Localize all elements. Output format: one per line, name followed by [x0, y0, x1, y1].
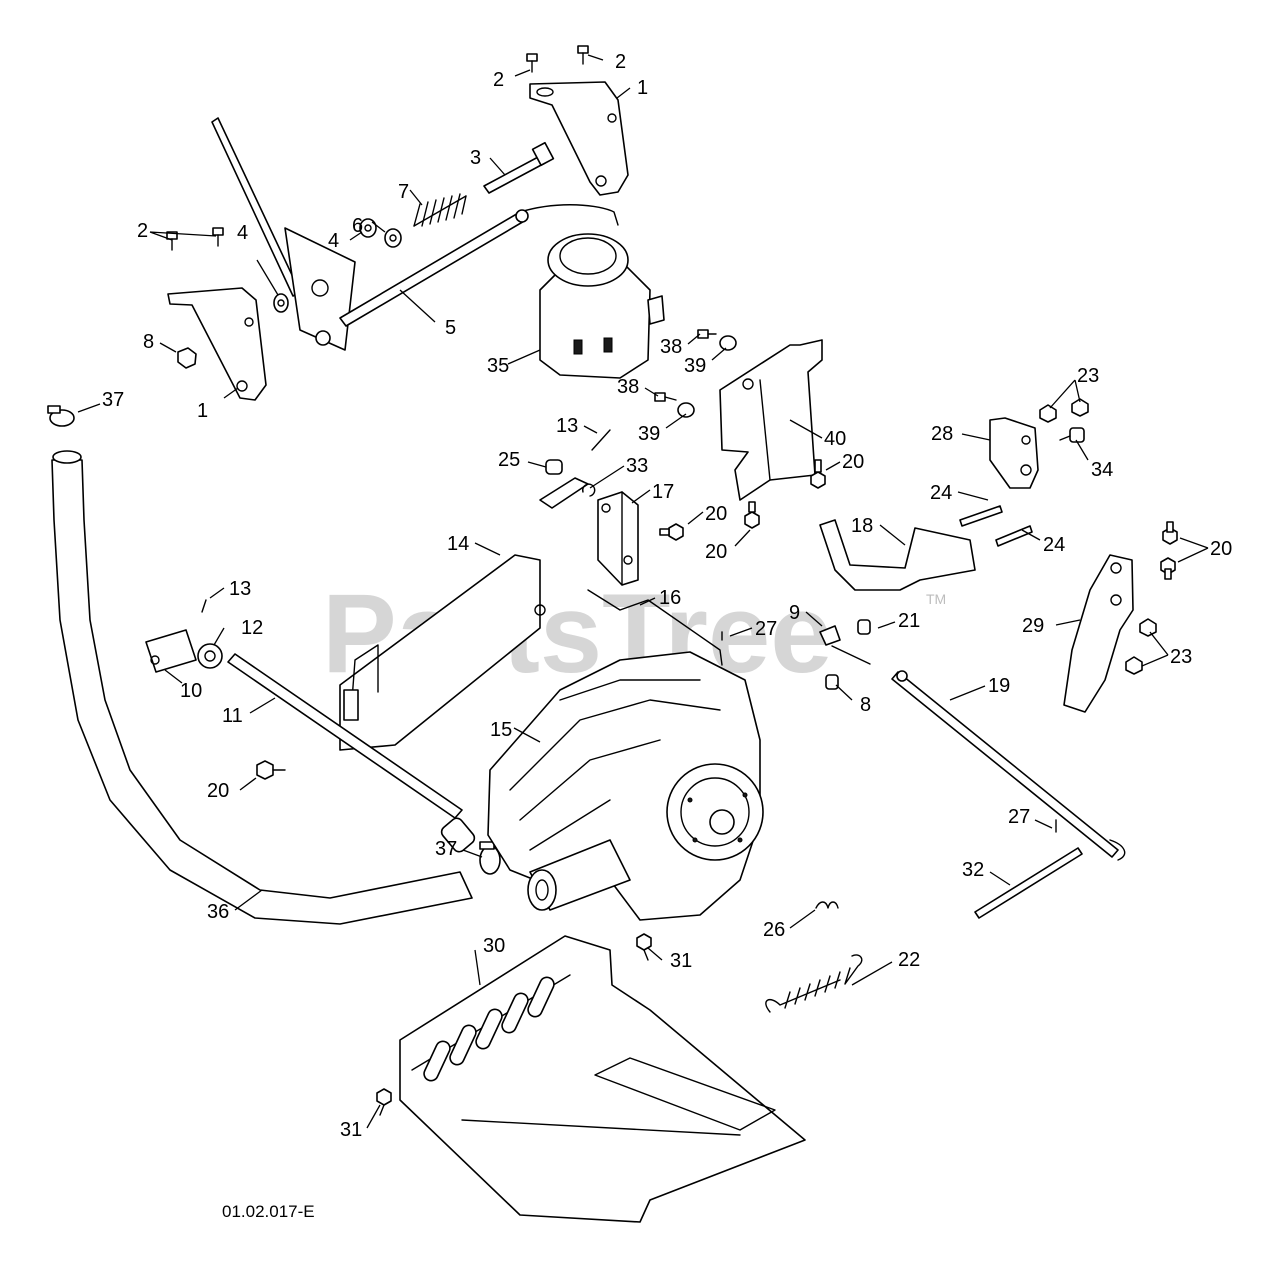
callout-label: 24	[1043, 534, 1065, 556]
callout-label: 24	[930, 482, 952, 504]
callout-label: 4	[328, 230, 339, 252]
callout-label: 8	[143, 331, 154, 353]
callout-label: 37	[102, 389, 124, 411]
callout-label: 37	[435, 838, 457, 860]
callout-label: 7	[398, 181, 409, 203]
callout-label: 20	[207, 780, 229, 802]
callout-label: 30	[483, 935, 505, 957]
skid-plate-part-30	[399, 935, 806, 1223]
callout-label: 36	[207, 901, 229, 923]
callout-label: 2	[137, 220, 148, 242]
callout-label: 13	[229, 578, 251, 600]
callout-label: 12	[241, 617, 263, 639]
callout-label: 4	[237, 222, 248, 244]
bracket-part-28	[989, 417, 1039, 489]
callout-label: 11	[222, 705, 243, 727]
spring-part-7	[413, 193, 467, 227]
spring-part-26	[815, 901, 839, 909]
clamp-icons	[47, 405, 501, 875]
callout-label: 16	[659, 587, 681, 609]
callout-label: 23	[1170, 646, 1192, 668]
callout-label: 34	[1091, 459, 1113, 481]
callout-label: 31	[340, 1119, 362, 1141]
callout-label: 27	[755, 618, 777, 640]
callout-label: 8	[860, 694, 871, 716]
bolt-31-icons	[376, 933, 652, 1116]
callout-label: 21	[898, 610, 920, 632]
callout-label: 9	[789, 602, 800, 624]
callout-label: 25	[498, 449, 520, 471]
callout-label: 18	[851, 515, 873, 537]
shaft-assembly-left	[145, 599, 476, 853]
callout-label: 15	[490, 719, 512, 741]
clip-part-9-21	[819, 619, 871, 665]
callout-label: 33	[626, 455, 648, 477]
watermark-trademark: TM	[926, 591, 946, 607]
bolt-part-3	[483, 141, 555, 194]
leader-lines	[77, 54, 1209, 1129]
callout-label: 26	[763, 919, 785, 941]
hose-part-36	[51, 450, 473, 925]
callout-label: 39	[638, 423, 660, 445]
callout-label: 40	[824, 428, 846, 450]
callout-labels: 1 1 2 2 2 3 4 4 5 6 7 8 8 9 10 11 12 13 …	[102, 51, 1232, 1141]
callout-label: 20	[705, 541, 727, 563]
callout-label: 32	[962, 859, 984, 881]
rod-part-5	[339, 204, 619, 327]
nut-23-34-icons	[1039, 398, 1157, 675]
bracket-part-14	[339, 554, 546, 751]
callout-label: 13	[556, 415, 578, 437]
washer-icons	[273, 218, 402, 313]
callout-label: 2	[493, 69, 504, 91]
spring-part-22	[765, 954, 863, 1013]
bolt-washer-icons	[654, 329, 737, 418]
bracket-upper	[529, 81, 629, 196]
bracket-part-18	[819, 519, 976, 591]
callout-label: 39	[684, 355, 706, 377]
bracket-lower	[167, 287, 267, 401]
callout-label: 20	[1210, 538, 1232, 560]
callout-label: 23	[1077, 365, 1099, 387]
nut-icons	[177, 347, 839, 690]
drawing-code: 01.02.017-E	[222, 1202, 315, 1221]
flange-bolt-icons	[256, 459, 1178, 780]
callout-label: 19	[988, 675, 1010, 697]
callout-label: 29	[1022, 615, 1044, 637]
callout-label: 1	[197, 400, 208, 422]
screw-icons	[166, 45, 589, 251]
callout-label: 28	[931, 423, 953, 445]
callout-label: 31	[670, 950, 692, 972]
callout-label: 14	[447, 533, 469, 555]
callout-label: 5	[445, 317, 456, 339]
callout-label: 17	[652, 481, 674, 503]
callout-label: 20	[842, 451, 864, 473]
bracket-part-29	[1063, 554, 1134, 713]
callout-label: 2	[615, 51, 626, 73]
reservoir-part-35	[539, 233, 665, 379]
callout-label: 38	[617, 376, 639, 398]
callout-label: 35	[487, 355, 509, 377]
bracket-part-40	[719, 339, 823, 501]
callout-label: 10	[180, 680, 202, 702]
callout-label: 22	[898, 949, 920, 971]
rod-part-19	[891, 670, 1126, 861]
callout-label: 27	[1008, 806, 1030, 828]
callout-label: 20	[705, 503, 727, 525]
callout-label: 1	[637, 77, 648, 99]
rod-part-32	[974, 819, 1083, 919]
link-part-16	[587, 589, 723, 666]
transaxle-part-15	[487, 651, 764, 921]
pin-link-parts	[539, 429, 611, 509]
callout-label: 3	[470, 147, 481, 169]
bracket-part-17	[597, 491, 639, 586]
control-lever	[211, 117, 356, 351]
callout-label: 38	[660, 336, 682, 358]
callout-label: 6	[352, 215, 363, 237]
